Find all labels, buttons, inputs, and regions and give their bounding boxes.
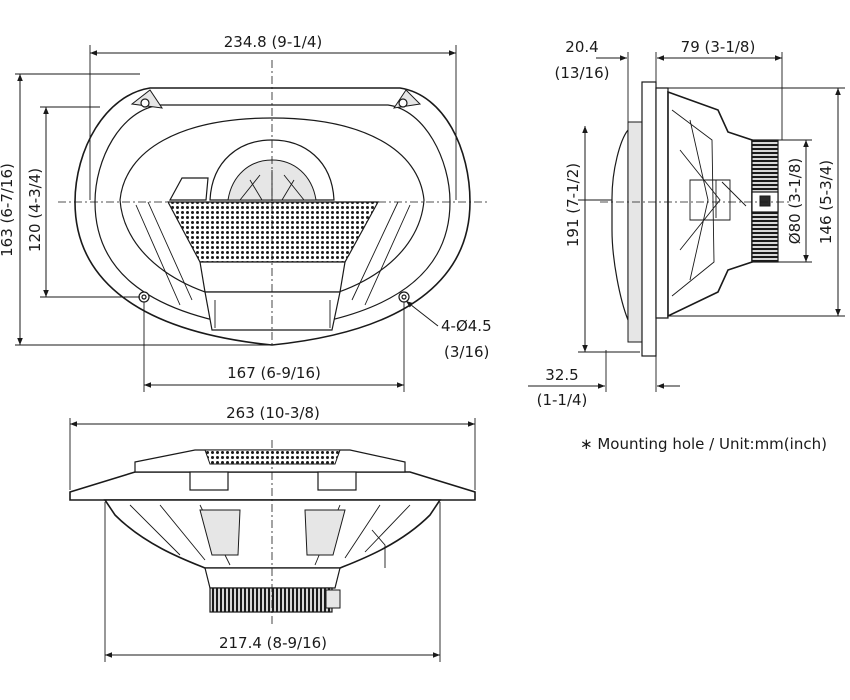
hole-spec: 4-Ø4.5 <box>441 317 492 335</box>
dim-height-191: 191 (7-1/2) <box>564 163 582 247</box>
bottom-view: 263 (10-3/8) 217.4 (8-9/16) <box>69 404 476 662</box>
front-view: 234.8 (9-1/4) 163 (6-7/16) 120 (4-3/4) 1… <box>0 33 492 392</box>
dim-grille-depth-inch: (1-1/4) <box>537 391 588 409</box>
front-screw-tl <box>140 98 150 108</box>
front-screw-tr <box>398 98 408 108</box>
front-lower-support <box>199 261 346 293</box>
bottom-flange <box>69 471 476 501</box>
side-view: 20.4 (13/16) 79 (3-1/8) 191 (7-1/2) Ø80 … <box>528 38 845 409</box>
dim-flange-depth: 20.4 <box>565 38 598 56</box>
dim-width-top: 234.8 (9-1/4) <box>224 33 323 51</box>
dim-width-overall: 263 (10-3/8) <box>226 404 320 422</box>
dim-height-outer: 163 (6-7/16) <box>0 163 16 257</box>
dim-height-146: 146 (5-3/4) <box>817 160 835 244</box>
hole-leader <box>405 300 439 327</box>
dim-magnet: Ø80 (3-1/8) <box>786 158 804 244</box>
side-grille <box>611 128 629 321</box>
dim-width-cutout: 217.4 (8-9/16) <box>219 634 327 652</box>
dim-grille-depth: 32.5 <box>545 366 578 384</box>
hole-spec-inch: (3/16) <box>444 343 489 361</box>
side-flange-front <box>627 121 643 343</box>
dim-height-inner: 120 (4-3/4) <box>26 168 44 252</box>
dim-hole-spacing: 167 (6-9/16) <box>227 364 321 382</box>
front-side-tweeter <box>168 177 209 201</box>
dim-flange-depth-inch: (13/16) <box>555 64 610 82</box>
side-basket <box>667 90 753 318</box>
bottom-magnet <box>209 587 333 613</box>
front-grille-mesh <box>167 201 380 263</box>
side-flange <box>641 81 657 357</box>
bottom-basket <box>103 499 442 569</box>
unit-note: ∗ Mounting hole / Unit:mm(inch) <box>580 435 827 453</box>
bottom-grille-mesh <box>204 449 341 465</box>
dim-mount-depth: 79 (3-1/8) <box>681 38 756 56</box>
